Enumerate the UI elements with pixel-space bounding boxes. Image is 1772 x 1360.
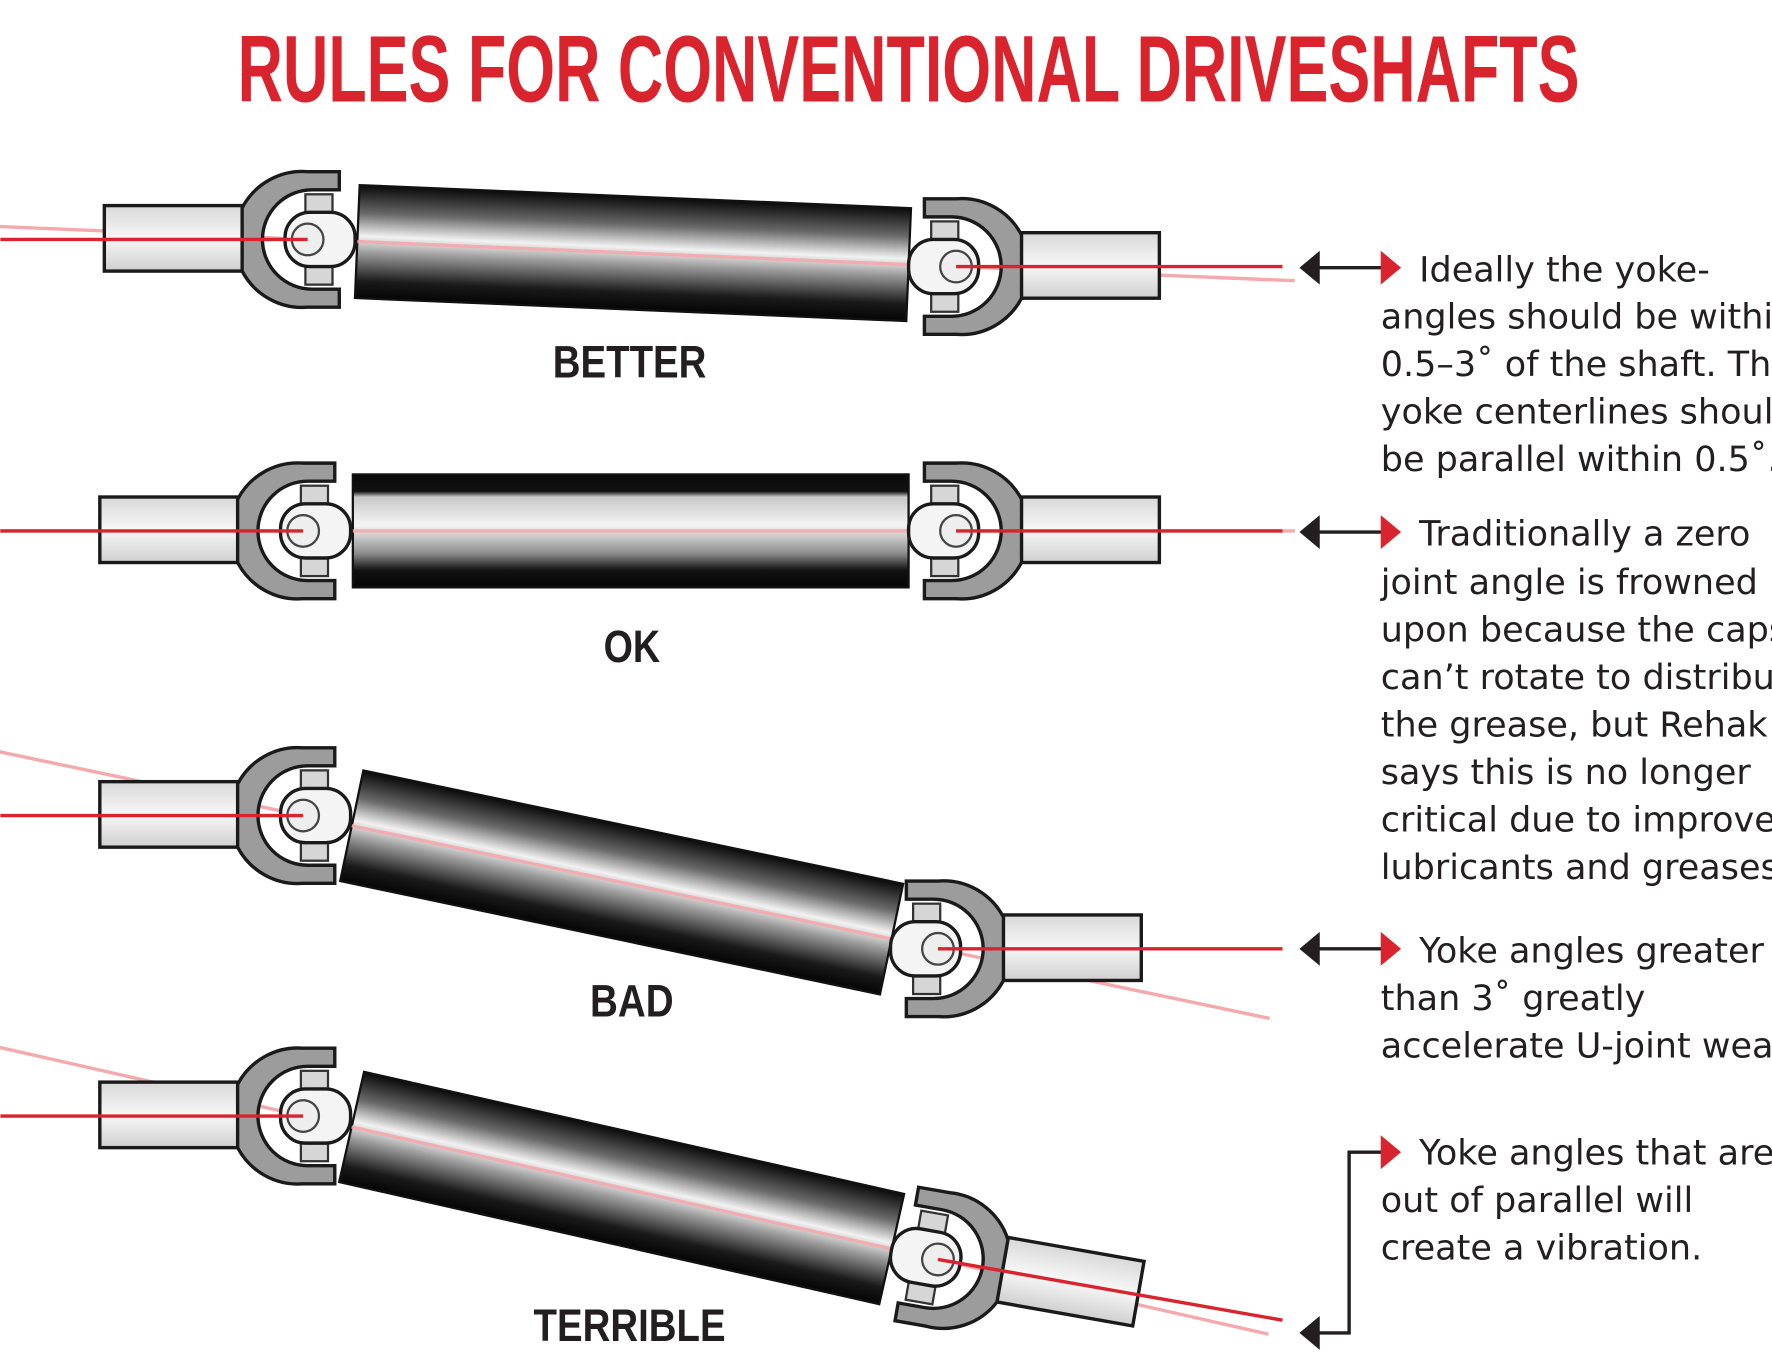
driveshaft-bad [0, 745, 1283, 1021]
note-line: angles should be within [1381, 298, 1772, 338]
shaft-label-better: BETTER [553, 336, 707, 387]
note-line: can’t rotate to distribute [1381, 658, 1772, 698]
driveshaft-ok [0, 461, 1295, 601]
note-line: accelerate U-joint wear. [1381, 1026, 1772, 1066]
arrow-left-icon [1299, 1315, 1320, 1350]
shaft-tube [338, 769, 905, 996]
note-3: Yoke angles greater than 3˚ greatly acce… [1381, 931, 1772, 1066]
arrow-right-icon [1380, 515, 1402, 549]
note-line: the grease, but Rehak [1381, 705, 1769, 745]
shaft-tube [337, 1070, 906, 1306]
arrow-right-icon [1380, 931, 1402, 966]
note-line: joint angle is frowned [1380, 563, 1758, 603]
arrow-right-icon [1380, 1135, 1402, 1170]
note-1: Ideally the yoke- angles should be withi… [1381, 250, 1772, 480]
note-line: Traditionally a zero [1418, 515, 1750, 555]
note-line: 0.5–3˚ of the shaft. The [1381, 344, 1772, 385]
callout-arrow-4 [1299, 1135, 1402, 1350]
note-line: says this is no longer [1381, 753, 1752, 793]
note-line: lubricants and greases. [1381, 848, 1772, 888]
shaft-label-bad: BAD [590, 976, 674, 1027]
arrow-left-icon [1299, 515, 1320, 549]
shaft-tube [353, 183, 913, 323]
note-line: be parallel within 0.5˚. [1381, 439, 1772, 480]
note-2: Traditionally a zero joint angle is frow… [1380, 515, 1772, 888]
page-title: RULES FOR CONVENTIONAL DRIVESHAFTS [238, 17, 1580, 123]
note-line: yoke centerlines should [1381, 393, 1772, 433]
driveshaft-terrible [0, 1045, 1283, 1360]
shaft-tube [351, 473, 910, 589]
note-line: Yoke angles that are [1418, 1134, 1772, 1174]
note-line: out of parallel will [1381, 1181, 1693, 1221]
arrow-right-icon [1380, 250, 1402, 285]
note-line: than 3˚ greatly [1381, 978, 1646, 1019]
shaft-label-terrible: TERRIBLE [534, 1300, 726, 1351]
arrow-left-icon [1299, 250, 1320, 285]
callout-arrow-3 [1299, 931, 1402, 966]
note-line: critical due to improved [1381, 800, 1772, 840]
shafts-layer [0, 169, 1295, 1360]
shaft-label-ok: OK [604, 621, 661, 672]
callout-arrow-2 [1299, 515, 1402, 549]
yoke-centerline-right [937, 1257, 1283, 1322]
note-line: create a vibration. [1381, 1228, 1702, 1268]
callout-arrow-1 [1299, 250, 1402, 285]
note-line: Yoke angles greater [1418, 931, 1764, 971]
driveshaft-better [0, 169, 1295, 337]
arrow-left-icon [1299, 931, 1320, 966]
note-line: Ideally the yoke- [1419, 250, 1710, 290]
note-4: Yoke angles that are out of parallel wil… [1381, 1134, 1772, 1269]
note-line: upon because the caps [1381, 611, 1772, 651]
